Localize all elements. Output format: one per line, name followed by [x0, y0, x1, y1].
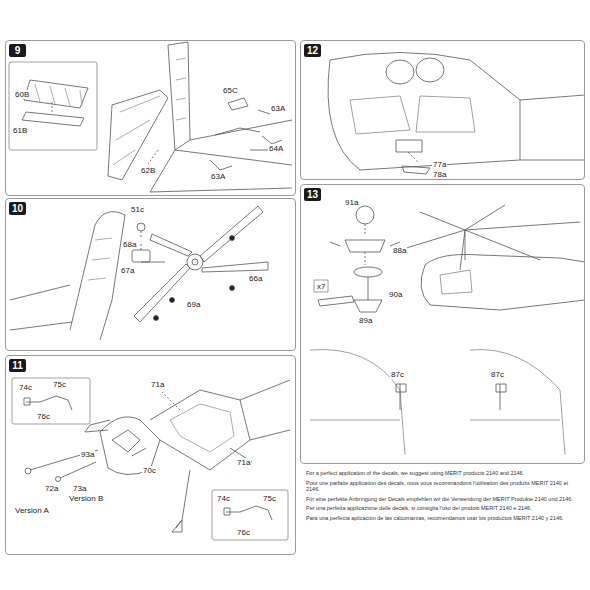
- part-number: 77a: [432, 160, 447, 169]
- part-number: 61B: [12, 126, 28, 135]
- part-number: 75c: [52, 380, 67, 389]
- part-number: 51c: [130, 205, 145, 214]
- part-number: 75c: [262, 494, 277, 503]
- part-number: x7: [316, 282, 326, 291]
- part-number: 72a: [44, 484, 59, 493]
- decal-note: For a perfect application of the decals,…: [306, 470, 582, 477]
- part-number: 91a: [344, 198, 359, 207]
- part-number: 74c: [18, 383, 33, 392]
- part-number: 76c: [236, 528, 251, 537]
- part-number: 87c: [490, 370, 505, 379]
- part-number: 71a: [150, 380, 165, 389]
- part-number: 64A: [268, 144, 284, 153]
- part-number: 78a: [432, 170, 447, 179]
- part-number: 90a: [388, 290, 403, 299]
- part-number: 68a: [122, 240, 137, 249]
- part-number: 62B: [140, 166, 156, 175]
- part-number: 60B: [14, 90, 30, 99]
- part-number: 93a: [80, 450, 95, 459]
- part-number: 73a: [72, 484, 87, 493]
- part-number: 63A: [270, 104, 286, 113]
- decal-note: Für eine perfekte Anbringung der Decals …: [306, 496, 582, 503]
- step-number: 9: [9, 44, 26, 57]
- part-number: 69a: [186, 300, 201, 309]
- part-number: 74c: [216, 494, 231, 503]
- part-number: Version B: [68, 494, 104, 503]
- part-number: 70c: [142, 466, 157, 475]
- part-number: 88a: [392, 246, 407, 255]
- part-number: 89a: [358, 316, 373, 325]
- part-number: Version A: [14, 506, 50, 515]
- step-number: 10: [9, 202, 26, 215]
- part-number: 71a: [236, 458, 251, 467]
- step-number: 13: [304, 188, 321, 201]
- step-panel: 12: [300, 40, 585, 180]
- part-number: 63A: [210, 172, 226, 181]
- decal-note: Per una perfetta applicazione delle deca…: [306, 505, 582, 512]
- part-number: 76c: [36, 412, 51, 421]
- step-panel: 13: [300, 184, 585, 464]
- step-number: 11: [9, 359, 26, 372]
- part-number: 87c: [390, 370, 405, 379]
- part-number: 66a: [248, 274, 263, 283]
- decal-note: Para una perfecta aplicación de las calc…: [306, 515, 582, 522]
- part-number: 65C: [222, 86, 239, 95]
- decal-note: Pour une parfaite application des décals…: [306, 480, 582, 493]
- part-number: 67a: [120, 266, 135, 275]
- step-number: 12: [304, 44, 321, 57]
